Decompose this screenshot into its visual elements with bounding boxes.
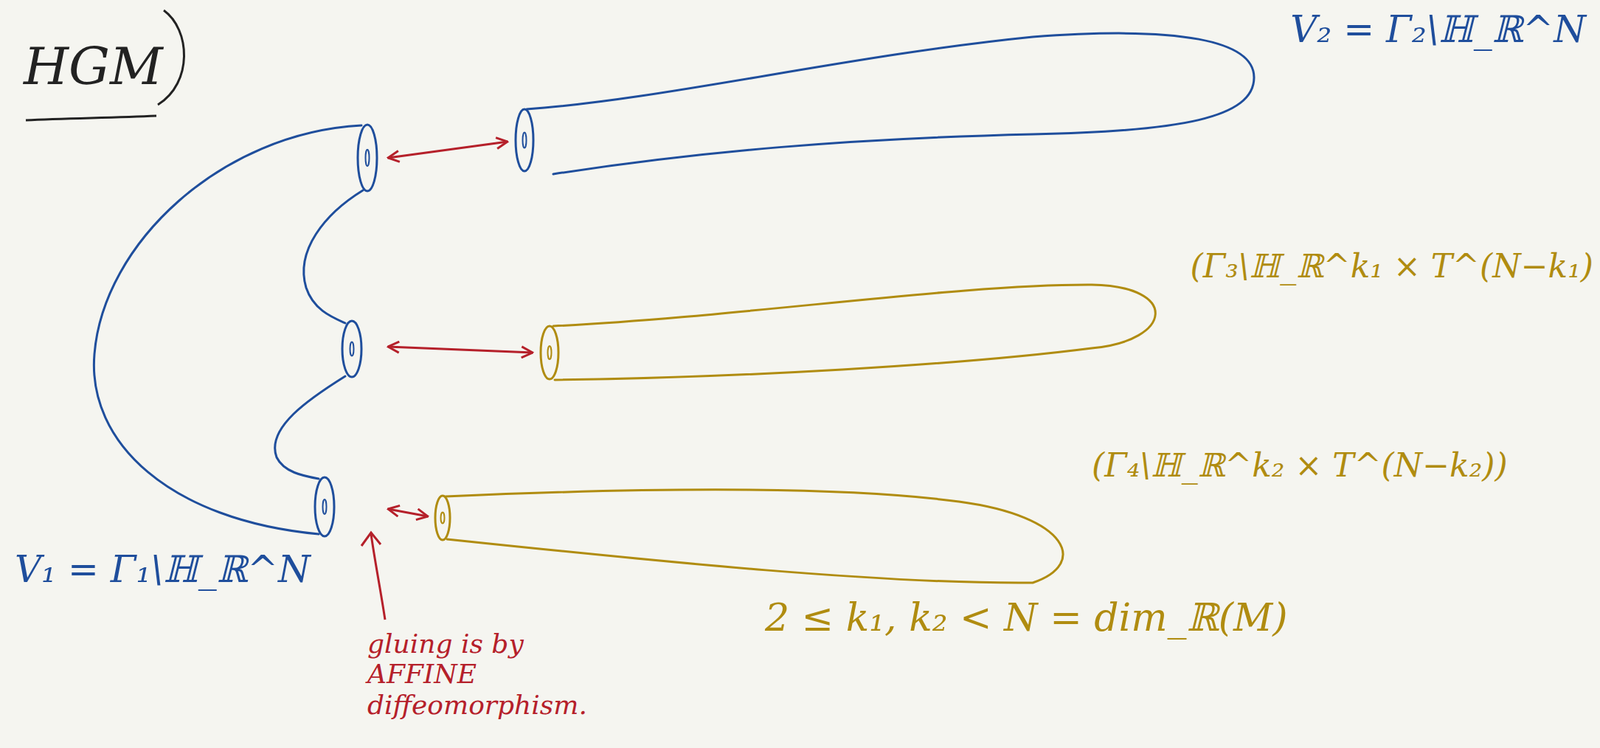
boundary-torus (357, 124, 377, 192)
boundary-torus (515, 109, 534, 172)
cusp-tube: (Γ₄\ℍ_ℝ^k₂ × T^(N−k₂)) (433, 483, 1091, 591)
space-label: (Γ₃\ℍ_ℝ^k₁ × T^(N−k₁) (1189, 247, 1594, 286)
space-label: V₂ = Γ₂\ℍ_ℝ^N (1290, 8, 1586, 52)
shape-outline (538, 280, 1173, 388)
boundary-mark (323, 499, 327, 515)
boundary-mark (523, 132, 527, 149)
cusp-tube: (Γ₃\ℍ_ℝ^k₁ × T^(N−k₁) (538, 280, 1173, 388)
shape-outline (433, 483, 1091, 591)
gluing-arrow (388, 346, 533, 353)
boundary-torus (342, 320, 362, 377)
boundary-torus (435, 495, 450, 540)
boundary-torus (314, 477, 335, 537)
constraint-note: 2 ≤ k₁, k₂ < N = dim_ℝ(M) (764, 596, 1288, 641)
leader-arrow-head (361, 532, 381, 546)
shape-outline (87, 118, 383, 543)
outline-curve (93, 125, 362, 535)
boundary-torus (540, 326, 559, 380)
cusp-tube: V₂ = Γ₂\ℍ_ℝ^N (513, 29, 1259, 178)
outline-curve (445, 489, 1063, 583)
outline-curve (553, 284, 1156, 380)
shape-outline (513, 29, 1259, 178)
boundary-mark (441, 512, 445, 524)
boundary-mark (350, 342, 355, 357)
gluing-note: gluing is by AFFINE diffeomorphism. (367, 628, 619, 720)
space-label: (Γ₄\ℍ_ℝ^k₂ × T^(N−k₂)) (1091, 447, 1508, 485)
diagram-title: HGM (23, 36, 164, 97)
gluing-arrow (388, 508, 428, 517)
leader-arrow (371, 534, 386, 620)
boundary-mark (548, 345, 552, 360)
gluing-arrow (388, 141, 508, 158)
outline-curve (275, 376, 346, 479)
space-label: V₁ = Γ₁\ℍ_ℝ^N (14, 548, 311, 592)
outline-curve (303, 190, 363, 324)
title-underline (25, 115, 157, 121)
boundary-mark (365, 149, 370, 167)
outline-curve (526, 33, 1255, 175)
hyperbolic-piece: V₁ = Γ₁\ℍ_ℝ^N (87, 118, 383, 543)
